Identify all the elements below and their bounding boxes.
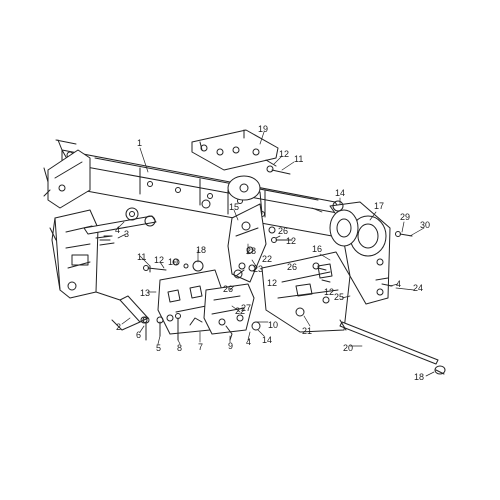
swingarm-spindle: [339, 319, 446, 375]
callout-8: 8: [177, 343, 183, 353]
fasteners: [99, 159, 413, 341]
callout-4: 4: [396, 279, 402, 289]
callout-22: 22: [262, 254, 273, 264]
callout-18: 18: [414, 372, 425, 382]
callout-21: 21: [302, 326, 313, 336]
center-bracket: [203, 283, 255, 335]
front-cradle-bracket: [49, 209, 99, 299]
callout-19: 19: [258, 124, 269, 134]
link-arm: [95, 291, 149, 331]
callout-26: 26: [287, 262, 298, 272]
callout-7: 7: [198, 342, 204, 352]
callout-1: 1: [137, 138, 143, 148]
pivot-housing: [329, 201, 391, 305]
callout-6: 6: [136, 330, 142, 340]
callout-4: 4: [246, 337, 252, 347]
callout-13: 13: [140, 288, 151, 298]
rear-frame-plate: [261, 251, 351, 333]
callout-10: 10: [168, 257, 179, 267]
callout-5: 5: [156, 343, 162, 353]
callout-12: 12: [154, 255, 165, 265]
callout-30: 30: [420, 220, 431, 230]
callout-11: 11: [294, 154, 304, 164]
pivot-plate: [227, 203, 267, 283]
callout-4: 4: [115, 225, 121, 235]
callout-12: 12: [286, 236, 297, 246]
callout-12: 12: [279, 149, 290, 159]
callout-26: 26: [278, 226, 289, 236]
callout-14: 14: [335, 188, 346, 198]
steering-head: [43, 149, 91, 209]
callout-14: 14: [262, 335, 273, 345]
callout-22: 22: [235, 306, 246, 316]
callout-9: 9: [228, 341, 234, 351]
leader-lines: [117, 131, 435, 377]
callout-12: 12: [267, 278, 278, 288]
callout-26: 26: [223, 284, 234, 294]
callout-16: 16: [312, 244, 323, 254]
callout-18: 18: [196, 245, 207, 255]
top-reinforcing-plate: [191, 129, 279, 171]
callout-17: 17: [374, 201, 385, 211]
callout-27: 27: [241, 303, 252, 313]
callout-29: 29: [400, 212, 411, 222]
callout-11: 11: [137, 252, 147, 262]
callout-28: 28: [246, 246, 257, 256]
callout-10: 10: [268, 320, 279, 330]
callout-2: 2: [116, 322, 122, 332]
callout-20: 20: [343, 343, 354, 353]
callout-25: 25: [334, 292, 345, 302]
upper-round-bracket: [227, 175, 263, 215]
tie-rod: [83, 207, 157, 246]
callout-23: 23: [253, 264, 264, 274]
callout-12: 12: [324, 287, 335, 297]
callout-24: 24: [413, 283, 424, 293]
callout-3: 3: [124, 229, 130, 239]
callout-15: 15: [229, 202, 240, 212]
